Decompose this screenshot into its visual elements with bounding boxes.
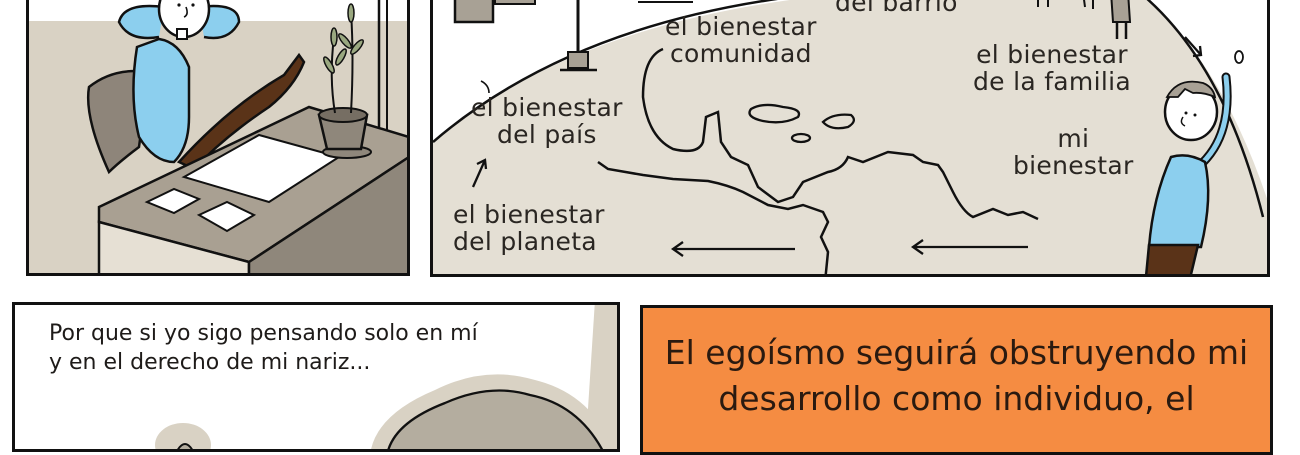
label-familia: el bienestar de la familia	[973, 41, 1131, 95]
narration-text: Por que si yo sigo pensando solo en mí y…	[49, 319, 478, 377]
label-comunidad-line2: comunidad	[669, 39, 812, 68]
label-mi-line1: mi	[1057, 124, 1090, 153]
label-mi-line2: bienestar	[1013, 151, 1134, 180]
narration-line-2: y en el derecho de mi nariz...	[49, 350, 371, 375]
label-comunidad: el bienestar comunidad	[665, 13, 817, 67]
desk-scene-illustration	[29, 0, 407, 273]
panel-man-at-desk	[26, 0, 410, 276]
label-comunidad-line1: el bienestar	[665, 12, 817, 41]
globe-map-illustration	[433, 0, 1267, 274]
label-pais-line2: del país	[497, 120, 597, 149]
caption-line-1: El egoísmo seguirá obstruyendo mi	[664, 333, 1249, 372]
label-barrio: del barrio	[835, 0, 958, 17]
narration-line-1: Por que si yo sigo pensando solo en mí	[49, 321, 478, 346]
caption-line-2: desarrollo como individuo, el	[718, 379, 1195, 418]
label-planeta-line1: el bienestar	[453, 200, 605, 229]
panel-globe-map: del barrio el bienestar comunidad el bie…	[430, 0, 1270, 277]
panel-caption-orange: El egoísmo seguirá obstruyendo mi desarr…	[640, 305, 1273, 455]
label-familia-line2: de la familia	[973, 67, 1131, 96]
label-pais: el bienestar del país	[471, 94, 623, 148]
panel-narration: Por que si yo sigo pensando solo en mí y…	[12, 302, 620, 452]
label-planeta: el bienestar del planeta	[453, 201, 605, 255]
caption-text: El egoísmo seguirá obstruyendo mi desarr…	[643, 330, 1270, 422]
label-pais-line1: el bienestar	[471, 93, 623, 122]
label-mi-bienestar: mi bienestar	[1013, 125, 1134, 179]
label-planeta-line2: del planeta	[453, 227, 597, 256]
label-familia-line1: el bienestar	[976, 40, 1128, 69]
